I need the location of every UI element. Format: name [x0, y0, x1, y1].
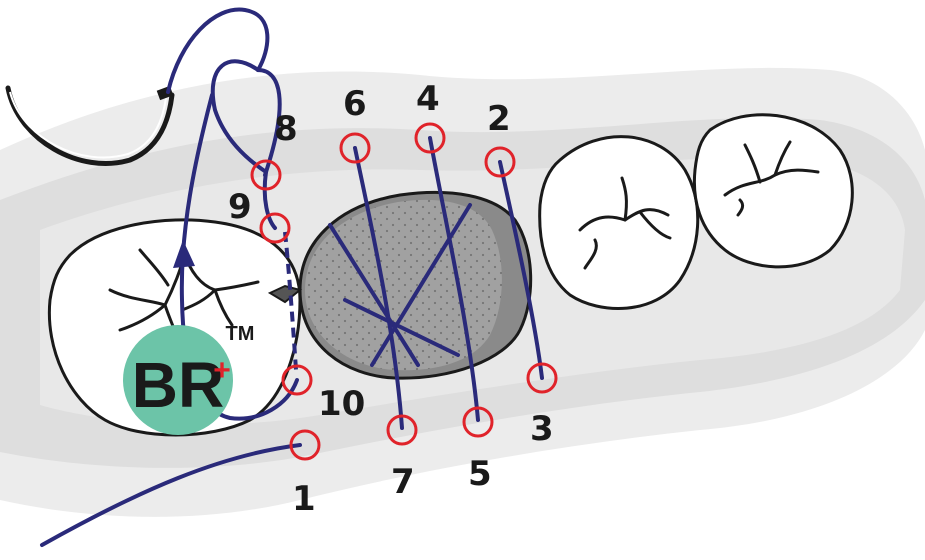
label-7: 7	[391, 462, 415, 502]
membrane	[267, 190, 533, 380]
label-1: 1	[292, 479, 316, 519]
brand-logo: BR + TM	[123, 323, 254, 435]
marker-3	[526, 362, 558, 394]
marker-8	[250, 159, 282, 191]
marker-1	[289, 429, 321, 461]
suture-markers	[250, 122, 558, 461]
marker-2	[484, 146, 516, 178]
logo-plus: +	[213, 354, 231, 387]
label-4: 4	[416, 79, 440, 119]
suture-crossings	[328, 136, 544, 430]
logo-circle	[123, 325, 233, 435]
logo-trademark: TM	[226, 323, 255, 345]
membrane-tab	[267, 284, 303, 304]
label-3: 3	[530, 409, 554, 449]
marker-4	[414, 122, 446, 154]
premolar-tooth-1	[538, 135, 700, 310]
logo-text: BR	[132, 349, 224, 421]
premolar-fissures-1	[578, 176, 672, 270]
label-8: 8	[274, 109, 298, 149]
marker-10	[281, 364, 313, 396]
marker-6	[339, 132, 371, 164]
marker-5	[462, 406, 494, 438]
label-2: 2	[487, 99, 511, 139]
dashed-suture	[283, 231, 298, 371]
marker-9	[259, 212, 291, 244]
premolar-tooth-2	[692, 113, 854, 269]
label-9: 9	[228, 187, 252, 227]
label-10: 10	[318, 384, 365, 424]
label-6: 6	[343, 84, 367, 124]
suture-labels: 1 2 3 4 5 6 7 8 9 10	[228, 79, 554, 519]
arrow-icon	[173, 240, 195, 268]
premolar-fissures-2	[723, 140, 820, 217]
marker-7	[386, 414, 418, 446]
label-5: 5	[468, 454, 492, 494]
